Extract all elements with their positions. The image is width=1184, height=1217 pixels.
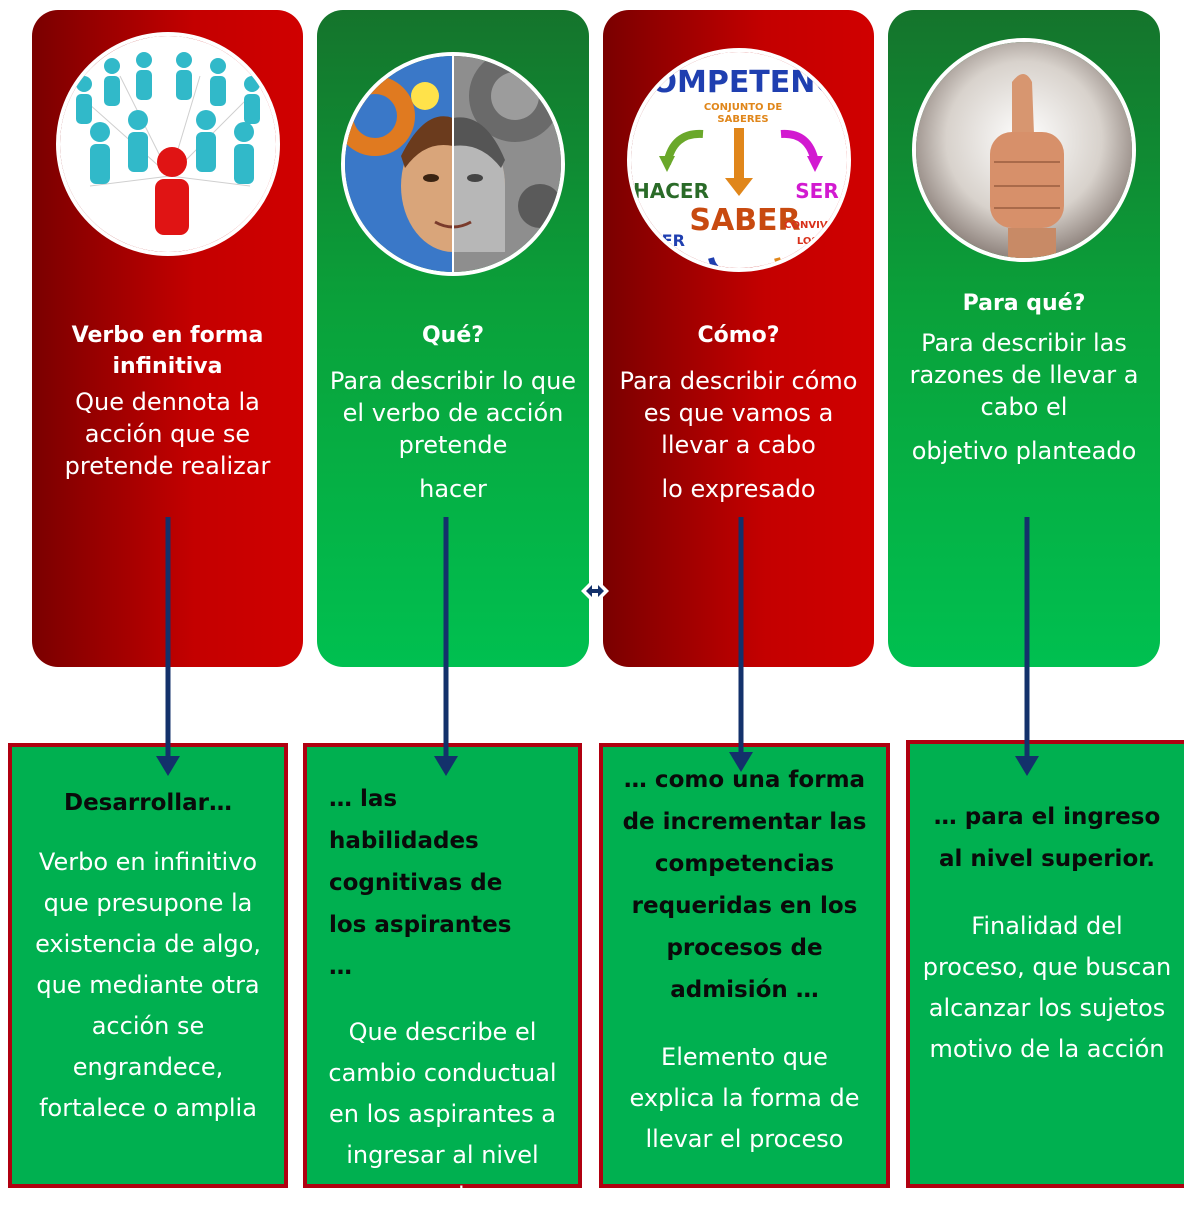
diagram-sub-text: CONJUNTO DE <box>703 102 782 113</box>
competencias-diagram-icon: COMPETENCI CONJUNTO DE SABERES HACER SER… <box>626 48 851 272</box>
box-description: Elemento que explica la forma de llevar … <box>629 1043 860 1153</box>
box-competencias: … como una forma de incrementar las comp… <box>599 743 890 1188</box>
box-description: Que describe el cambio conductual en los… <box>328 1018 557 1210</box>
network-people-icon <box>55 32 280 256</box>
diagram-saber-left-text: ABER <box>637 231 685 250</box>
box-ingreso: … para el ingreso al nivel superior. Fin… <box>906 740 1184 1188</box>
card-extra: hacer <box>419 475 487 503</box>
thumbs-up-icon <box>912 38 1136 262</box>
card-como: COMPETENCI CONJUNTO DE SABERES HACER SER… <box>603 10 874 667</box>
card-title: Qué? <box>421 323 485 348</box>
card-description: Para describir lo que el verbo de acción… <box>329 367 577 459</box>
double-arrow-icon <box>580 576 610 606</box>
box-title: Desarrollar… <box>63 790 233 816</box>
diagram-hacer-text: HACER <box>633 179 709 203</box>
card-description: Para describir cómo es que vamos a lleva… <box>619 367 858 459</box>
box-habilidades: … las habilidades cognitivas de los aspi… <box>303 743 582 1210</box>
card-para-que: Para qué? Para describir las razones de … <box>888 10 1160 667</box>
box-description: Verbo en infinitivo que presupone la exi… <box>35 848 261 1122</box>
box-desarrollar: Desarrollar… Verbo en infinitivo que pre… <box>8 743 288 1188</box>
diagram-saber-text: SABER <box>689 203 800 238</box>
card-extra: lo expresado <box>661 475 816 503</box>
card-title: Cómo? <box>697 323 780 348</box>
diagram-title-text: COMPETENCI <box>631 65 847 100</box>
diagram-ser-text: SER <box>795 179 838 203</box>
box-description: Finalidad del proceso, que buscan alcanz… <box>922 912 1172 1063</box>
diagram-convivir-text: LOS DE <box>796 236 837 247</box>
card-extra: objetivo planteado <box>911 437 1137 465</box>
mind-gears-icon <box>341 52 565 276</box>
card-title: Para qué? <box>962 291 1086 316</box>
card-description: Que dennota la acción que se pretende re… <box>64 388 271 480</box>
diagram-sub-text: SABERES <box>717 114 768 125</box>
card-verbo: Verbo en forma infinitiva Que dennota la… <box>32 10 303 667</box>
box-title: … como una forma de incrementar las comp… <box>622 767 867 1003</box>
card-que: Qué? Para describir lo que el verbo de a… <box>317 10 589 667</box>
card-description: Para describir las razones de llevar a c… <box>909 329 1139 421</box>
card-title: Verbo en forma infinitiva <box>71 323 264 379</box>
box-title: … para el ingreso al nivel superior. <box>933 804 1161 872</box>
diagram-convivir-text: CONVIVIR C <box>784 220 847 231</box>
box-title: … las habilidades cognitivas de los aspi… <box>329 786 512 980</box>
